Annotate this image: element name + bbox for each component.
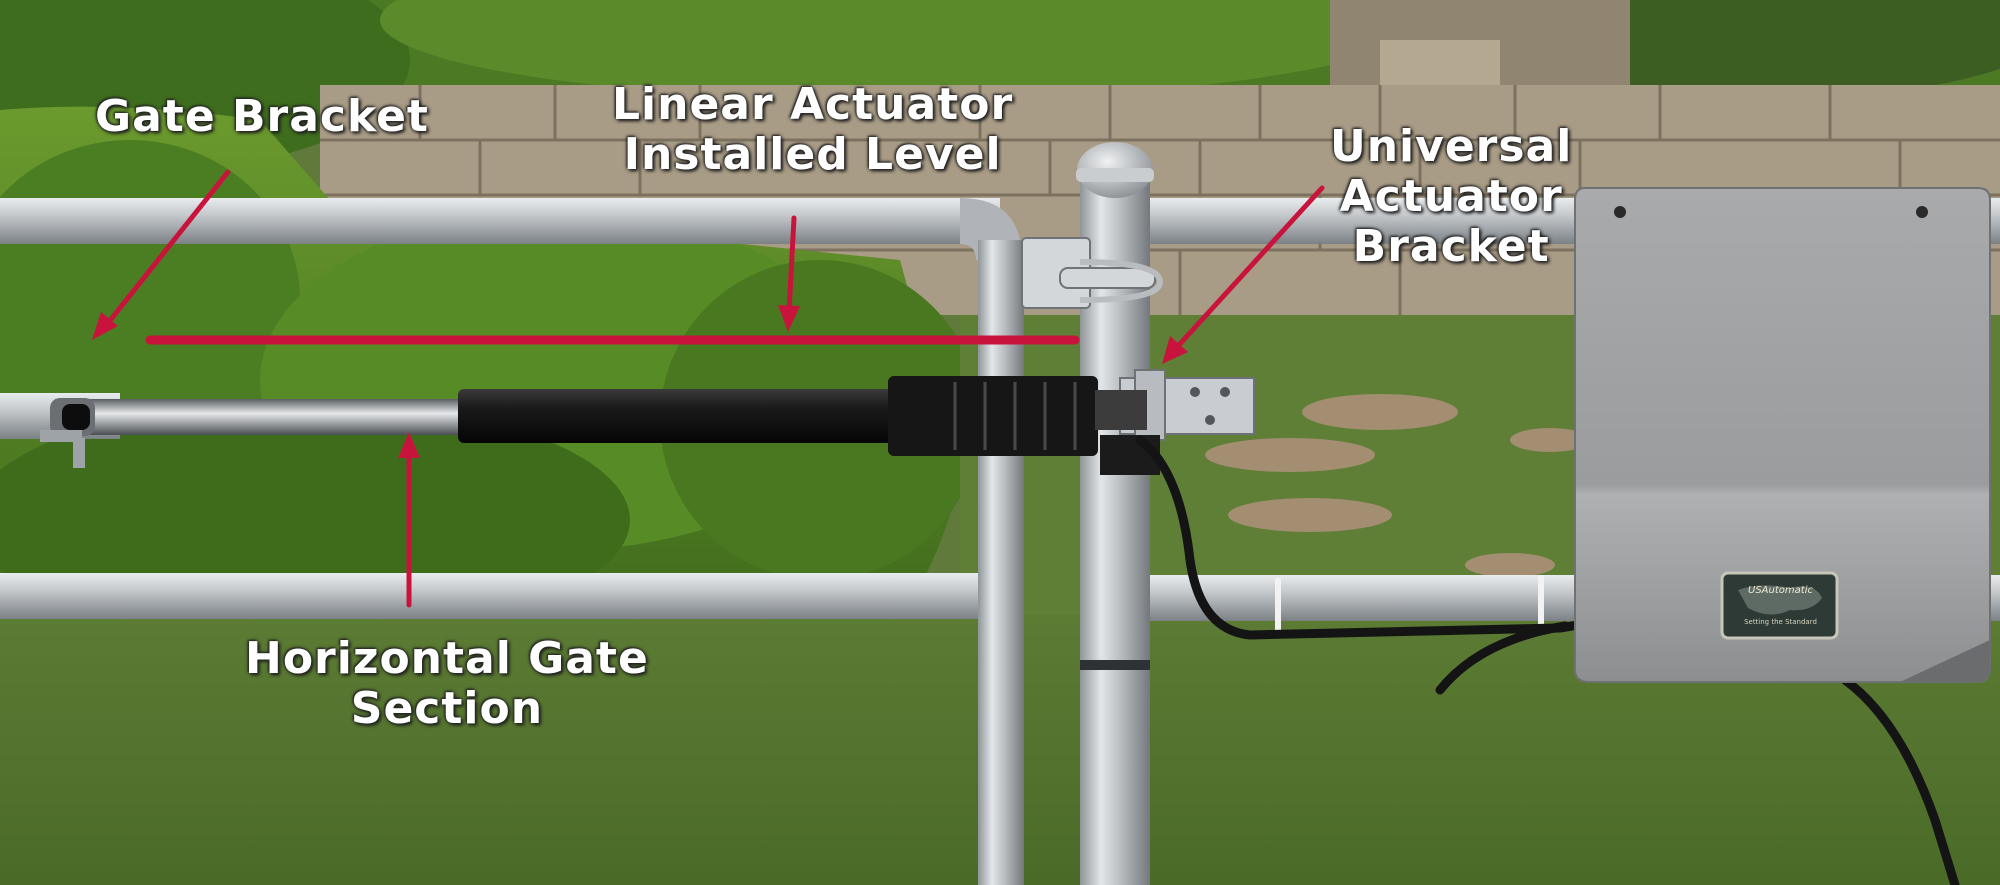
linear-actuator-label: Linear Actuator Installed Level	[612, 80, 1013, 180]
brand-tagline: Setting the Standard	[1744, 618, 1817, 626]
horizontal-section-line-2: Section	[350, 683, 544, 734]
cables	[1135, 435, 1960, 885]
gate-upright	[978, 240, 1024, 885]
universal-bracket-line-1: Universal	[1330, 121, 1573, 172]
stepping-stones	[1205, 394, 1590, 577]
callout-lines	[92, 169, 1325, 608]
gate-bracket-line-1: Gate Bracket	[95, 91, 429, 142]
linear-actuator-line-2: Installed Level	[623, 129, 1002, 180]
hinge-bracket	[1021, 237, 1164, 309]
brand-logo: USAutomatic Setting the Standard	[1728, 585, 1833, 626]
linear-actuator-shape	[40, 376, 1160, 475]
horizontal-section-line-1: Horizontal Gate	[245, 633, 649, 684]
gate-post	[1080, 170, 1150, 885]
universal-actuator-bracket-label: Universal Actuator Bracket	[1330, 122, 1572, 272]
gate-rail-top	[0, 198, 1000, 244]
gate-bracket-label: Gate Bracket	[95, 92, 429, 142]
brand-name: USAutomatic	[1748, 585, 1813, 596]
gate-rail-bottom	[0, 573, 990, 619]
linear-actuator-line-1: Linear Actuator	[612, 79, 1014, 130]
control-box-shape	[1574, 187, 1991, 683]
universal-bracket-line-3: Bracket	[1352, 221, 1550, 272]
universal-bracket-line-2: Actuator	[1339, 171, 1563, 222]
horizontal-gate-section-label: Horizontal Gate Section	[245, 634, 649, 734]
